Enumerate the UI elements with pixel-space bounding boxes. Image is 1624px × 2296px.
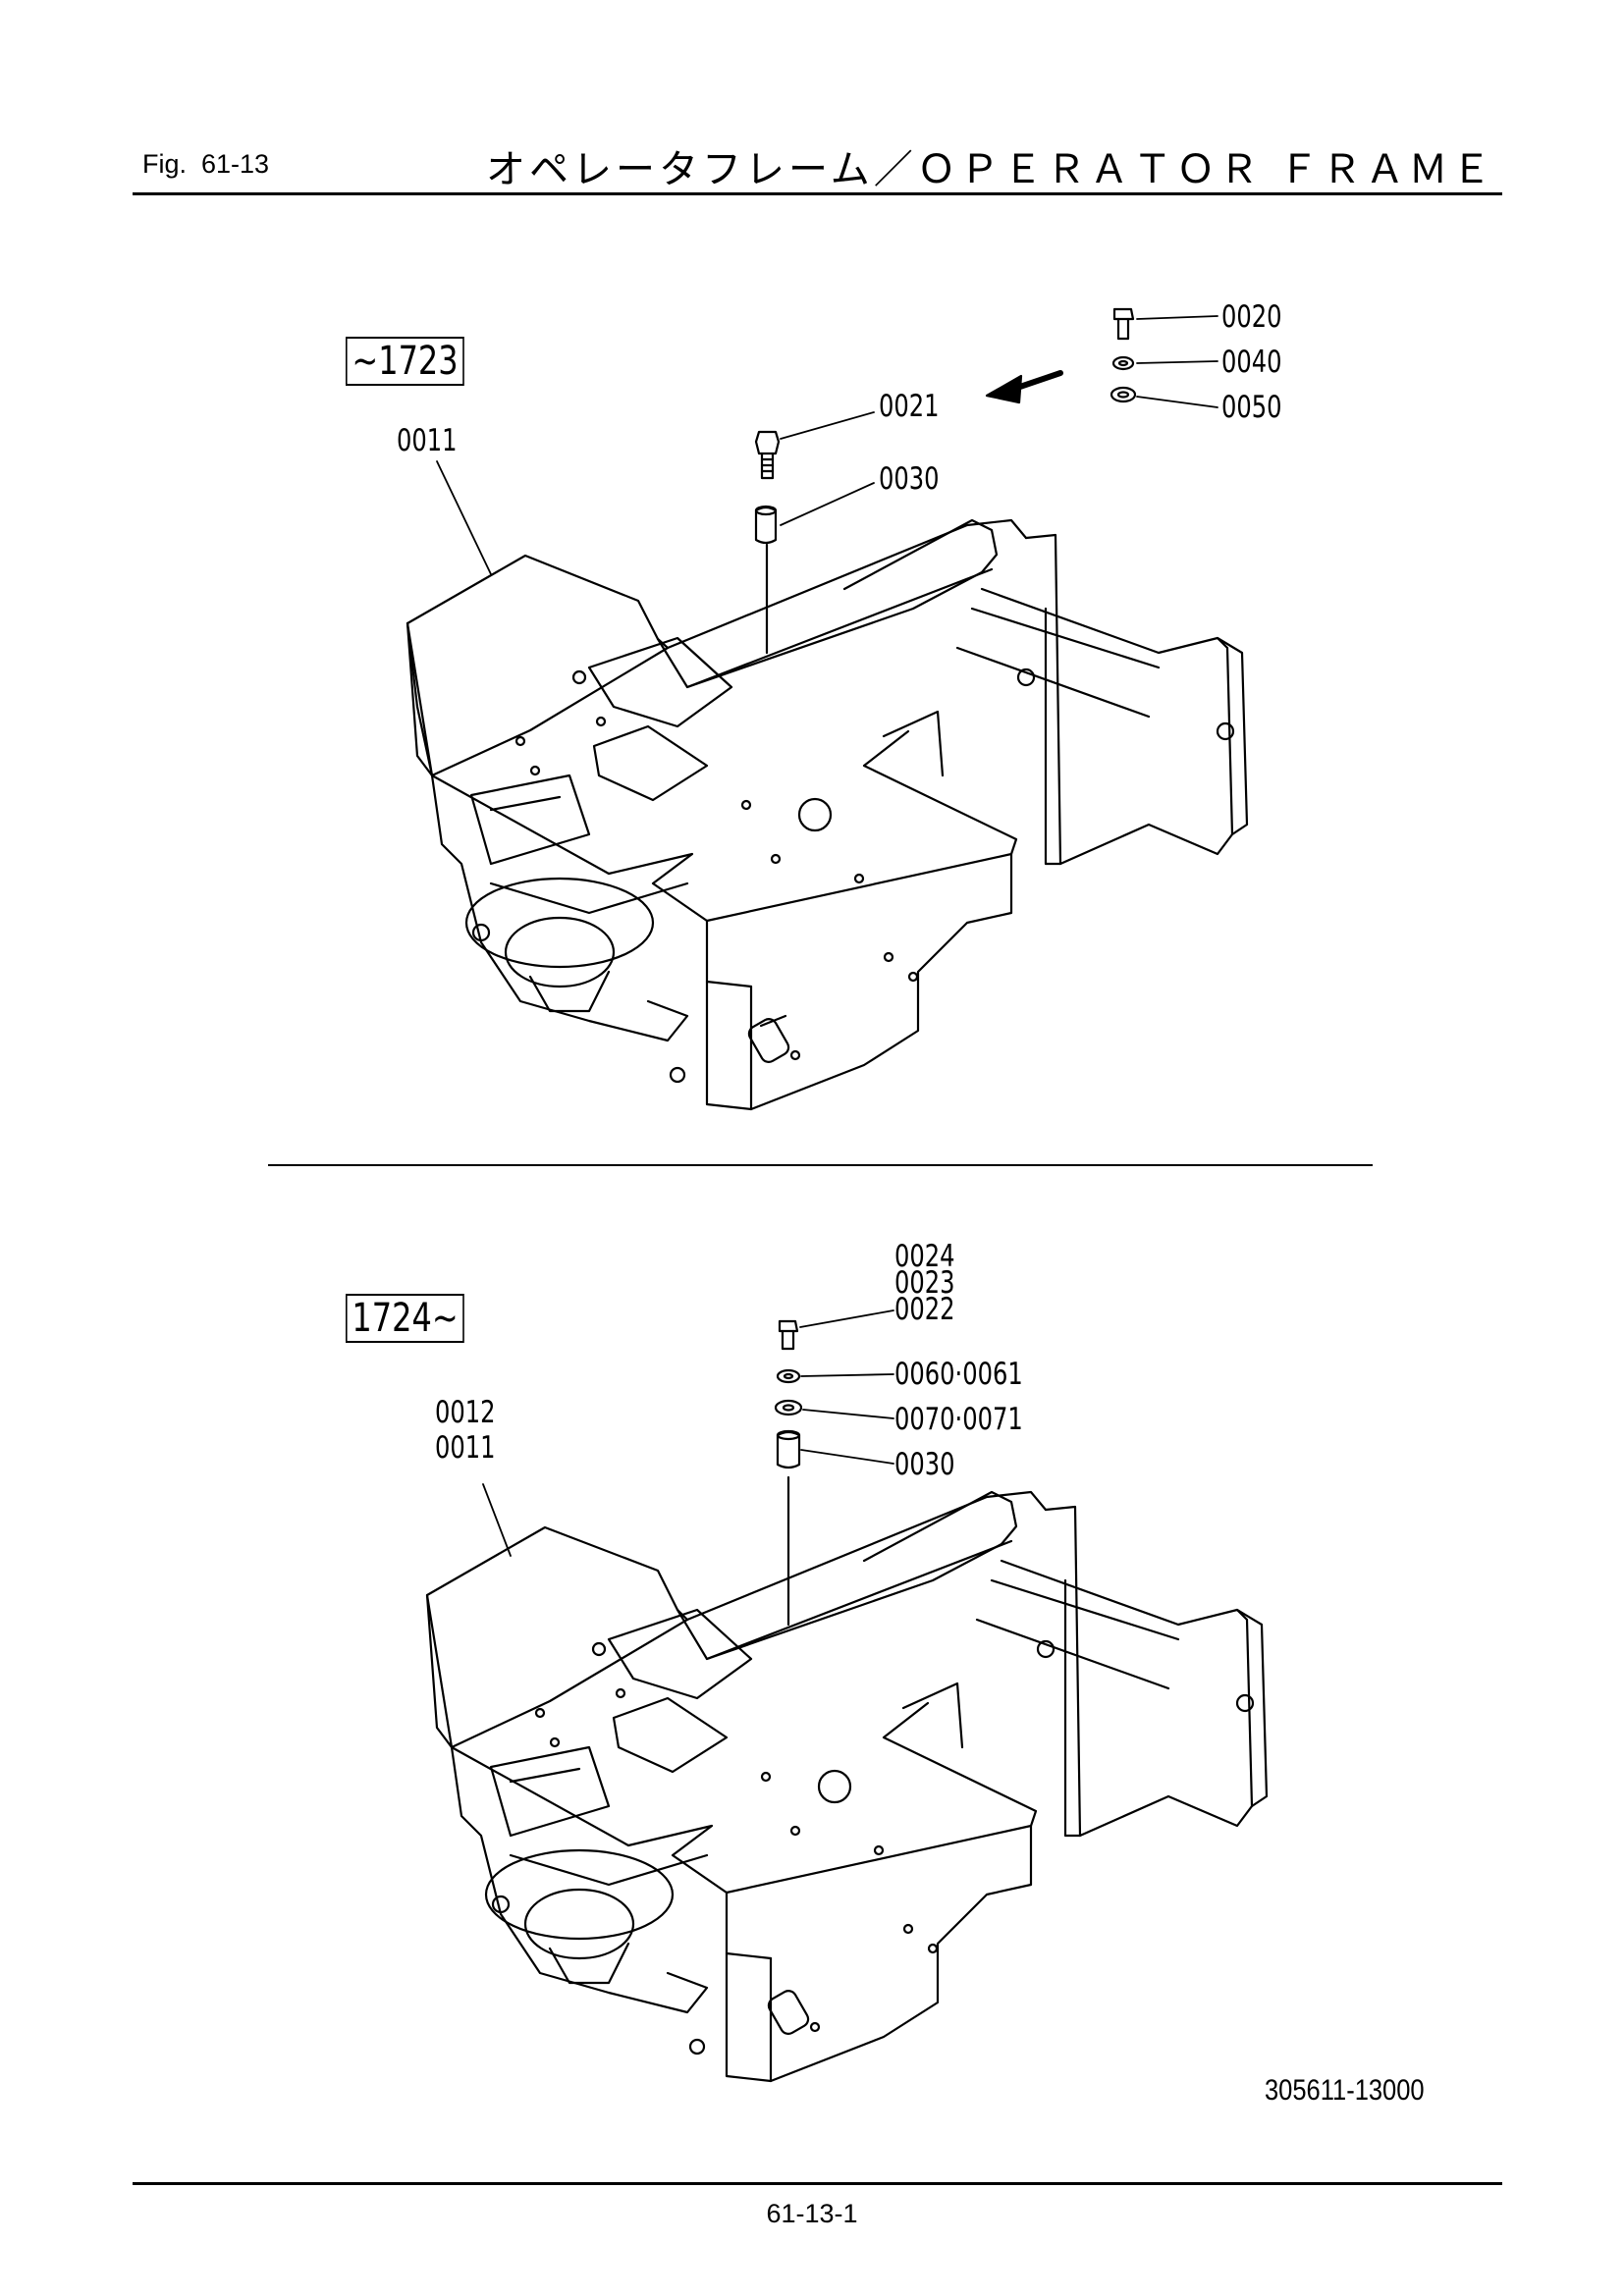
callout-0060-0061: 0060·0061 — [894, 1357, 1023, 1392]
callout-0030-lower: 0030 — [894, 1447, 955, 1482]
callout-0012: 0012 — [435, 1395, 496, 1430]
callout-0070-0071: 0070·0071 — [894, 1402, 1023, 1437]
upper-serial-range-box: ~1723 — [346, 337, 465, 386]
callout-0030-upper: 0030 — [879, 461, 940, 497]
callout-0011-lower: 0011 — [435, 1430, 496, 1466]
drawing-number: 305611-13000 — [1265, 2074, 1425, 2107]
callout-0024: 0024 — [894, 1239, 955, 1274]
callout-0050: 0050 — [1221, 390, 1282, 425]
page-title: オペレータフレーム／ＯＰＥＲＡＴＯＲ ＦＲＡＭＥ — [486, 147, 1495, 192]
upper-operator-frame — [407, 309, 1247, 1109]
section-divider — [268, 1164, 1373, 1166]
figure-number: Fig. 61-13 — [142, 149, 270, 179]
lower-serial-range-box: 1724~ — [346, 1294, 465, 1343]
callout-0011-upper: 0011 — [397, 423, 458, 458]
callout-0021: 0021 — [879, 389, 940, 424]
footer-rule — [133, 2182, 1502, 2185]
callout-0022: 0022 — [894, 1292, 955, 1327]
callout-0020: 0020 — [1221, 299, 1282, 335]
header-rule — [133, 192, 1502, 195]
page-number: 61-13-1 — [766, 2199, 858, 2228]
callout-0040: 0040 — [1221, 345, 1282, 380]
lower-operator-frame — [427, 1310, 1267, 2081]
callout-0023: 0023 — [894, 1265, 955, 1301]
